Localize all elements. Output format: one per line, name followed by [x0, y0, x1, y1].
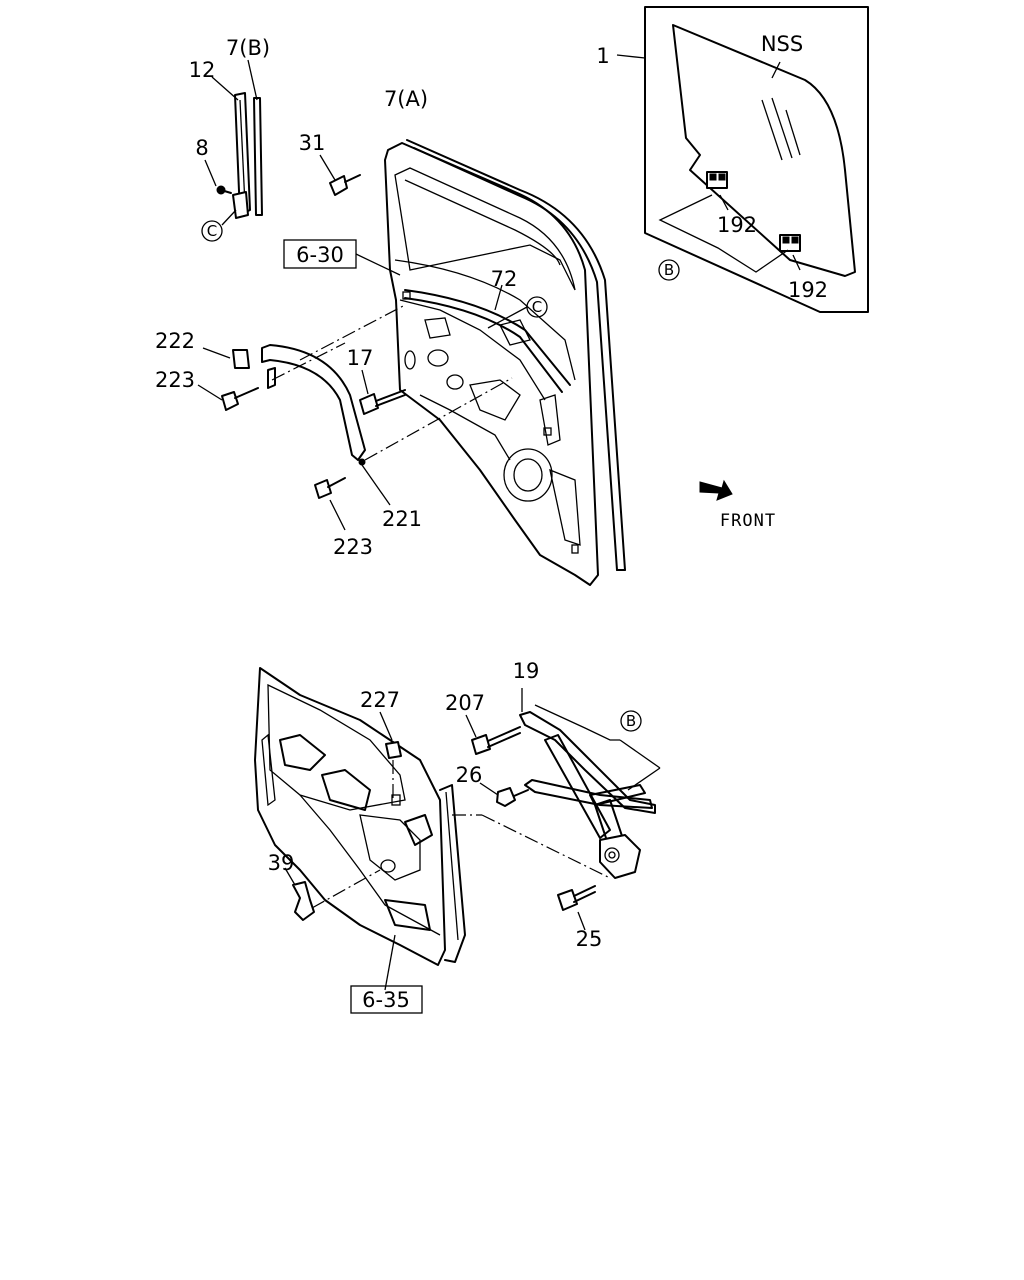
screw-223-upper: [197, 384, 259, 411]
glass-detail-box: [616, 6, 869, 313]
svg-text:B: B: [664, 261, 674, 279]
label-nss: NSS: [761, 32, 803, 56]
bolt-207: [465, 714, 521, 755]
label-25: 25: [576, 927, 603, 951]
label-223-lower: 223: [333, 535, 373, 559]
glass-clip-upper: [706, 171, 728, 189]
label-1: 1: [596, 44, 609, 68]
regulator-handle-39: [284, 867, 381, 921]
label-207: 207: [445, 691, 485, 715]
label-17: 17: [347, 346, 374, 370]
label-26: 26: [456, 763, 483, 787]
label-222: 222: [155, 329, 195, 353]
rear-glass-channel: [204, 59, 263, 226]
sheet-ref-630: 6-30: [283, 239, 357, 269]
door-handle-bracket: [261, 344, 366, 461]
label-72: 72: [491, 267, 518, 291]
screw-223-lower: [314, 458, 391, 531]
assembly-lines: [271, 284, 528, 461]
nut-26: [479, 782, 529, 807]
label-39: 39: [268, 851, 295, 875]
svg-text:6-35: 6-35: [362, 988, 410, 1012]
front-run-channel: [404, 289, 571, 393]
svg-text:6-30: 6-30: [296, 243, 344, 267]
label-192-upper: 192: [717, 213, 757, 237]
door-panel: [384, 142, 599, 586]
label-7b: 7(B): [226, 36, 270, 60]
label-7a: 7(A): [384, 87, 428, 111]
circled-ref-b-regulator: B: [620, 710, 642, 732]
sheet-ref-635: 6-35: [350, 985, 423, 1014]
glass-clip-lower: [779, 234, 801, 252]
circled-ref-b-upper: B: [658, 259, 680, 281]
label-31: 31: [299, 131, 326, 155]
door-trim-panel: [254, 667, 466, 966]
clip-227: [379, 711, 402, 800]
svg-text:C: C: [532, 298, 542, 316]
label-227: 227: [360, 688, 400, 712]
circled-ref-c-door: C: [526, 296, 548, 318]
sheet-ref-635-leader: [384, 934, 396, 991]
window-regulator: [452, 688, 661, 879]
svg-text:C: C: [207, 222, 217, 240]
label-223-upper: 223: [155, 368, 195, 392]
front-direction-arrow: [699, 479, 733, 501]
circled-ref-c-channel: C: [201, 220, 223, 242]
door-weatherstrip: [406, 139, 626, 571]
part-labels: 1 NSS 192 192 7(B) 12 8 7(A) 31 72 222 2…: [155, 32, 828, 951]
label-221: 221: [382, 507, 422, 531]
label-8: 8: [195, 136, 208, 160]
bolt-17: [359, 369, 406, 415]
bolt-25: [557, 885, 596, 931]
label-19: 19: [513, 659, 540, 683]
label-192-lower: 192: [788, 278, 828, 302]
svg-text:B: B: [626, 712, 636, 730]
cover-222: [202, 347, 250, 369]
sheet-ref-630-leader: [355, 253, 401, 276]
front-label: FRONT: [720, 511, 776, 531]
screw-31: [319, 154, 361, 196]
label-12: 12: [189, 58, 216, 82]
